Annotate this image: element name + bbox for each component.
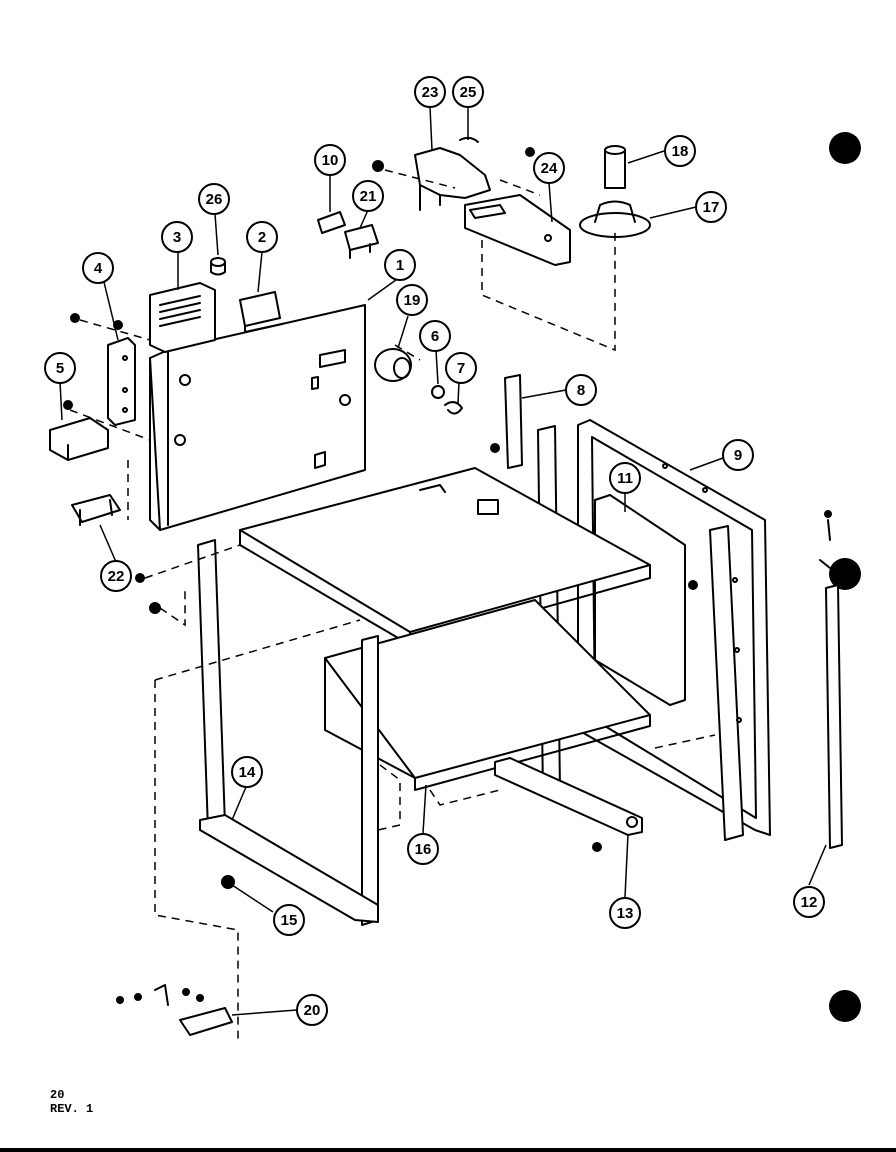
- part-switch-block: [239, 291, 283, 333]
- callout-10: 10: [314, 144, 346, 176]
- callout-11: 11: [609, 462, 641, 494]
- callout-12: 12: [793, 886, 825, 918]
- callout-25: 25: [452, 76, 484, 108]
- callout-label: 15: [281, 912, 298, 929]
- callout-label: 6: [431, 328, 439, 345]
- callout-4: 4: [82, 252, 114, 284]
- callout-5: 5: [44, 352, 76, 384]
- callout-21: 21: [352, 180, 384, 212]
- part-12-trim: [819, 519, 843, 849]
- binder-holes: [829, 132, 861, 1022]
- callout-label: 17: [703, 199, 720, 216]
- part-transformer: [71, 494, 121, 526]
- callout-label: 12: [801, 894, 818, 911]
- part-24-bar: [464, 194, 571, 266]
- part-7-spring: [444, 401, 463, 415]
- callout-16: 16: [407, 833, 439, 865]
- callout-2: 2: [246, 221, 278, 253]
- callout-7: 7: [445, 352, 477, 384]
- callout-20: 20: [296, 994, 328, 1026]
- callout-label: 24: [541, 160, 558, 177]
- revision-label: REV. 1: [50, 1102, 94, 1116]
- callout-label: 10: [322, 152, 339, 169]
- page-footer: 20 REV. 1: [50, 1088, 93, 1116]
- callout-label: 19: [404, 292, 421, 309]
- callout-label: 2: [258, 229, 266, 246]
- part-20-hinge: [154, 984, 233, 1036]
- part-13-rail: [494, 757, 643, 836]
- part-21-relay: [344, 224, 379, 259]
- part-8-channel: [504, 374, 523, 469]
- callout-label: 9: [734, 447, 742, 464]
- callout-8: 8: [565, 374, 597, 406]
- callout-label: 3: [173, 229, 181, 246]
- callout-13: 13: [609, 897, 641, 929]
- callout-label: 20: [304, 1002, 321, 1019]
- screws: [63, 147, 832, 1004]
- page-number: 20: [50, 1088, 65, 1102]
- callout-1: 1: [384, 249, 416, 281]
- callout-label: 4: [94, 260, 103, 277]
- callout-label: 22: [108, 568, 125, 585]
- callout-17: 17: [695, 191, 727, 223]
- callout-label: 18: [672, 143, 689, 160]
- part-lower-shelf: [324, 599, 651, 791]
- part-vent-bracket: [149, 282, 216, 353]
- callout-label: 5: [56, 360, 64, 377]
- callout-24: 24: [533, 152, 565, 184]
- part-control-panel: [149, 304, 366, 531]
- callout-9: 9: [722, 439, 754, 471]
- callout-label: 8: [577, 382, 585, 399]
- binder-hole: [829, 990, 861, 1022]
- callout-label: 23: [422, 84, 439, 101]
- callout-label: 21: [360, 188, 377, 205]
- callout-label: 26: [206, 191, 223, 208]
- callout-19: 19: [396, 284, 428, 316]
- binder-hole: [829, 132, 861, 164]
- part-10-clip: [317, 211, 346, 234]
- callout-label: 7: [457, 360, 465, 377]
- callout-label: 14: [239, 764, 256, 781]
- callout-23: 23: [414, 76, 446, 108]
- part-26-cylinder: [210, 257, 226, 276]
- callout-6: 6: [419, 320, 451, 352]
- part-front-frame: [197, 539, 379, 926]
- part-knob-assembly: [579, 145, 651, 238]
- callout-label: 11: [617, 470, 633, 487]
- callout-14: 14: [231, 756, 263, 788]
- assembly-guides: [69, 169, 716, 1040]
- callout-26: 26: [198, 183, 230, 215]
- part-side-bracket: [107, 337, 136, 426]
- callout-18: 18: [664, 135, 696, 167]
- part-6-nut: [431, 385, 445, 399]
- leader-lines: [59, 105, 827, 1016]
- callouts: 1 2 3 4 5 6 7 8 9 10 11 12 13 14 15 16 1…: [44, 76, 825, 1026]
- callout-label: 1: [396, 257, 404, 274]
- callout-22: 22: [100, 560, 132, 592]
- callout-3: 3: [161, 221, 193, 253]
- binder-hole: [829, 558, 861, 590]
- callout-label: 13: [617, 905, 634, 922]
- callout-15: 15: [273, 904, 305, 936]
- part-motor: [374, 348, 412, 382]
- part-switch-assembly: [414, 136, 491, 211]
- callout-label: 16: [415, 841, 432, 858]
- callout-label: 25: [460, 84, 477, 101]
